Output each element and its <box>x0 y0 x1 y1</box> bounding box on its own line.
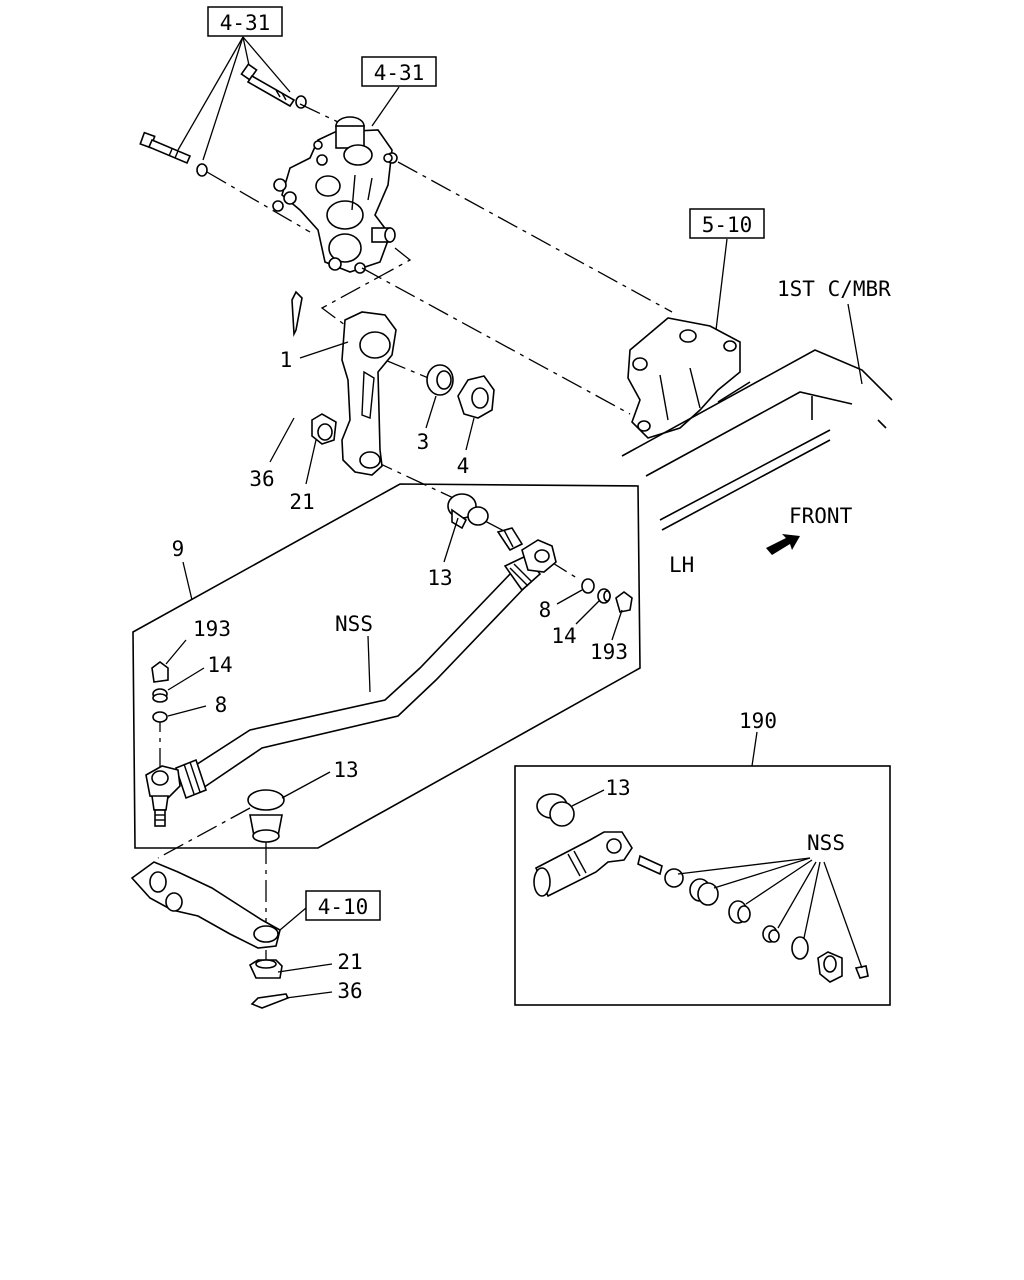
callout-castle-nut-upper: 21 <box>289 490 314 514</box>
washer-lower <box>196 163 208 177</box>
ref-box-4-10[interactable]: 4-10 <box>305 890 381 921</box>
callout-dust-boot-upper: 13 <box>427 566 452 590</box>
callout-repair-kit-boot: 13 <box>605 776 630 800</box>
repair-kit-seal-ring <box>791 936 809 960</box>
mounting-bolt-upper <box>240 63 296 108</box>
plug-right <box>615 591 633 613</box>
ref-4-10-label: 4-10 <box>318 895 369 919</box>
repair-kit-plug <box>817 951 843 983</box>
spring-right <box>597 588 611 604</box>
callout-pitman-arm: 1 <box>280 348 293 372</box>
callout-seal-ring-right: 8 <box>539 598 552 622</box>
repair-kit-ball-stud <box>637 854 684 888</box>
callout-leaders <box>165 341 863 999</box>
callout-cotter-pin-upper: 36 <box>249 467 274 491</box>
callout-plug-right: 193 <box>590 640 628 664</box>
plug-left <box>151 661 169 683</box>
cotter-pin-lower <box>250 993 290 1009</box>
repair-kit-tie-rod-end <box>533 831 633 898</box>
frame-bracket <box>627 317 741 439</box>
callout-seal-ring-left: 8 <box>215 693 228 717</box>
crossmember-leader <box>847 303 863 385</box>
ref-box-4-31-gear[interactable]: 4-31 <box>361 56 437 87</box>
castle-nut-upper <box>311 413 337 445</box>
tie-rod-end-left <box>145 765 181 827</box>
seal-ring-right <box>581 578 595 594</box>
alignment-lines <box>157 103 673 960</box>
repair-kit-boot <box>536 793 575 827</box>
ref-4-31-top-label: 4-31 <box>220 11 271 35</box>
cotter-pin-upper <box>291 290 303 338</box>
callout-dust-boot-lower: 13 <box>333 758 358 782</box>
callout-repair-kit: 190 <box>739 709 777 733</box>
callout-drag-link-assy: 9 <box>172 537 185 561</box>
spring-left <box>152 688 168 703</box>
dust-boot-lower <box>247 789 285 843</box>
pitman-arm <box>341 311 397 476</box>
ref-4-31-gear-label: 4-31 <box>374 61 425 85</box>
seal-ring-left <box>152 711 168 723</box>
repair-kit-cap <box>728 900 751 924</box>
washer-3 <box>426 364 454 396</box>
tie-rod-end-right <box>496 527 557 573</box>
steering-arm-lower <box>130 861 281 949</box>
drag-link-tube <box>175 555 542 800</box>
ref-box-4-31-top[interactable]: 4-31 <box>207 6 283 37</box>
front-label: FRONT <box>789 504 853 528</box>
crossmember <box>621 349 893 531</box>
lh-label: LH <box>669 553 694 577</box>
castle-nut-lower <box>248 959 283 979</box>
mounting-bolt-lower <box>139 131 192 165</box>
drag-link-assy-frame <box>132 483 641 849</box>
callout-nss-drag-link: NSS <box>335 612 373 636</box>
steering-gear <box>272 116 398 274</box>
callout-spring-left: 14 <box>207 653 232 677</box>
callout-cotter-pin-lower: 36 <box>337 979 362 1003</box>
repair-kit-spring <box>762 925 780 943</box>
ref-5-10-label: 5-10 <box>702 213 753 237</box>
callout-plug-left: 193 <box>193 617 231 641</box>
callout-nut: 4 <box>457 454 470 478</box>
callout-spring-right: 14 <box>551 624 576 648</box>
crossmember-label: 1ST C/MBR <box>777 277 891 301</box>
callout-repair-kit-nss: NSS <box>807 831 845 855</box>
repair-kit-grease-fitting <box>854 965 869 979</box>
dust-boot-upper <box>447 493 489 530</box>
ref-box-5-10[interactable]: 5-10 <box>689 208 765 239</box>
front-arrow-icon <box>766 534 800 555</box>
callout-washer: 3 <box>417 430 430 454</box>
callout-castle-nut-lower: 21 <box>337 950 362 974</box>
repair-kit-seat <box>689 878 719 906</box>
repair-kit-frame <box>514 765 891 1006</box>
nut-4 <box>457 375 495 419</box>
